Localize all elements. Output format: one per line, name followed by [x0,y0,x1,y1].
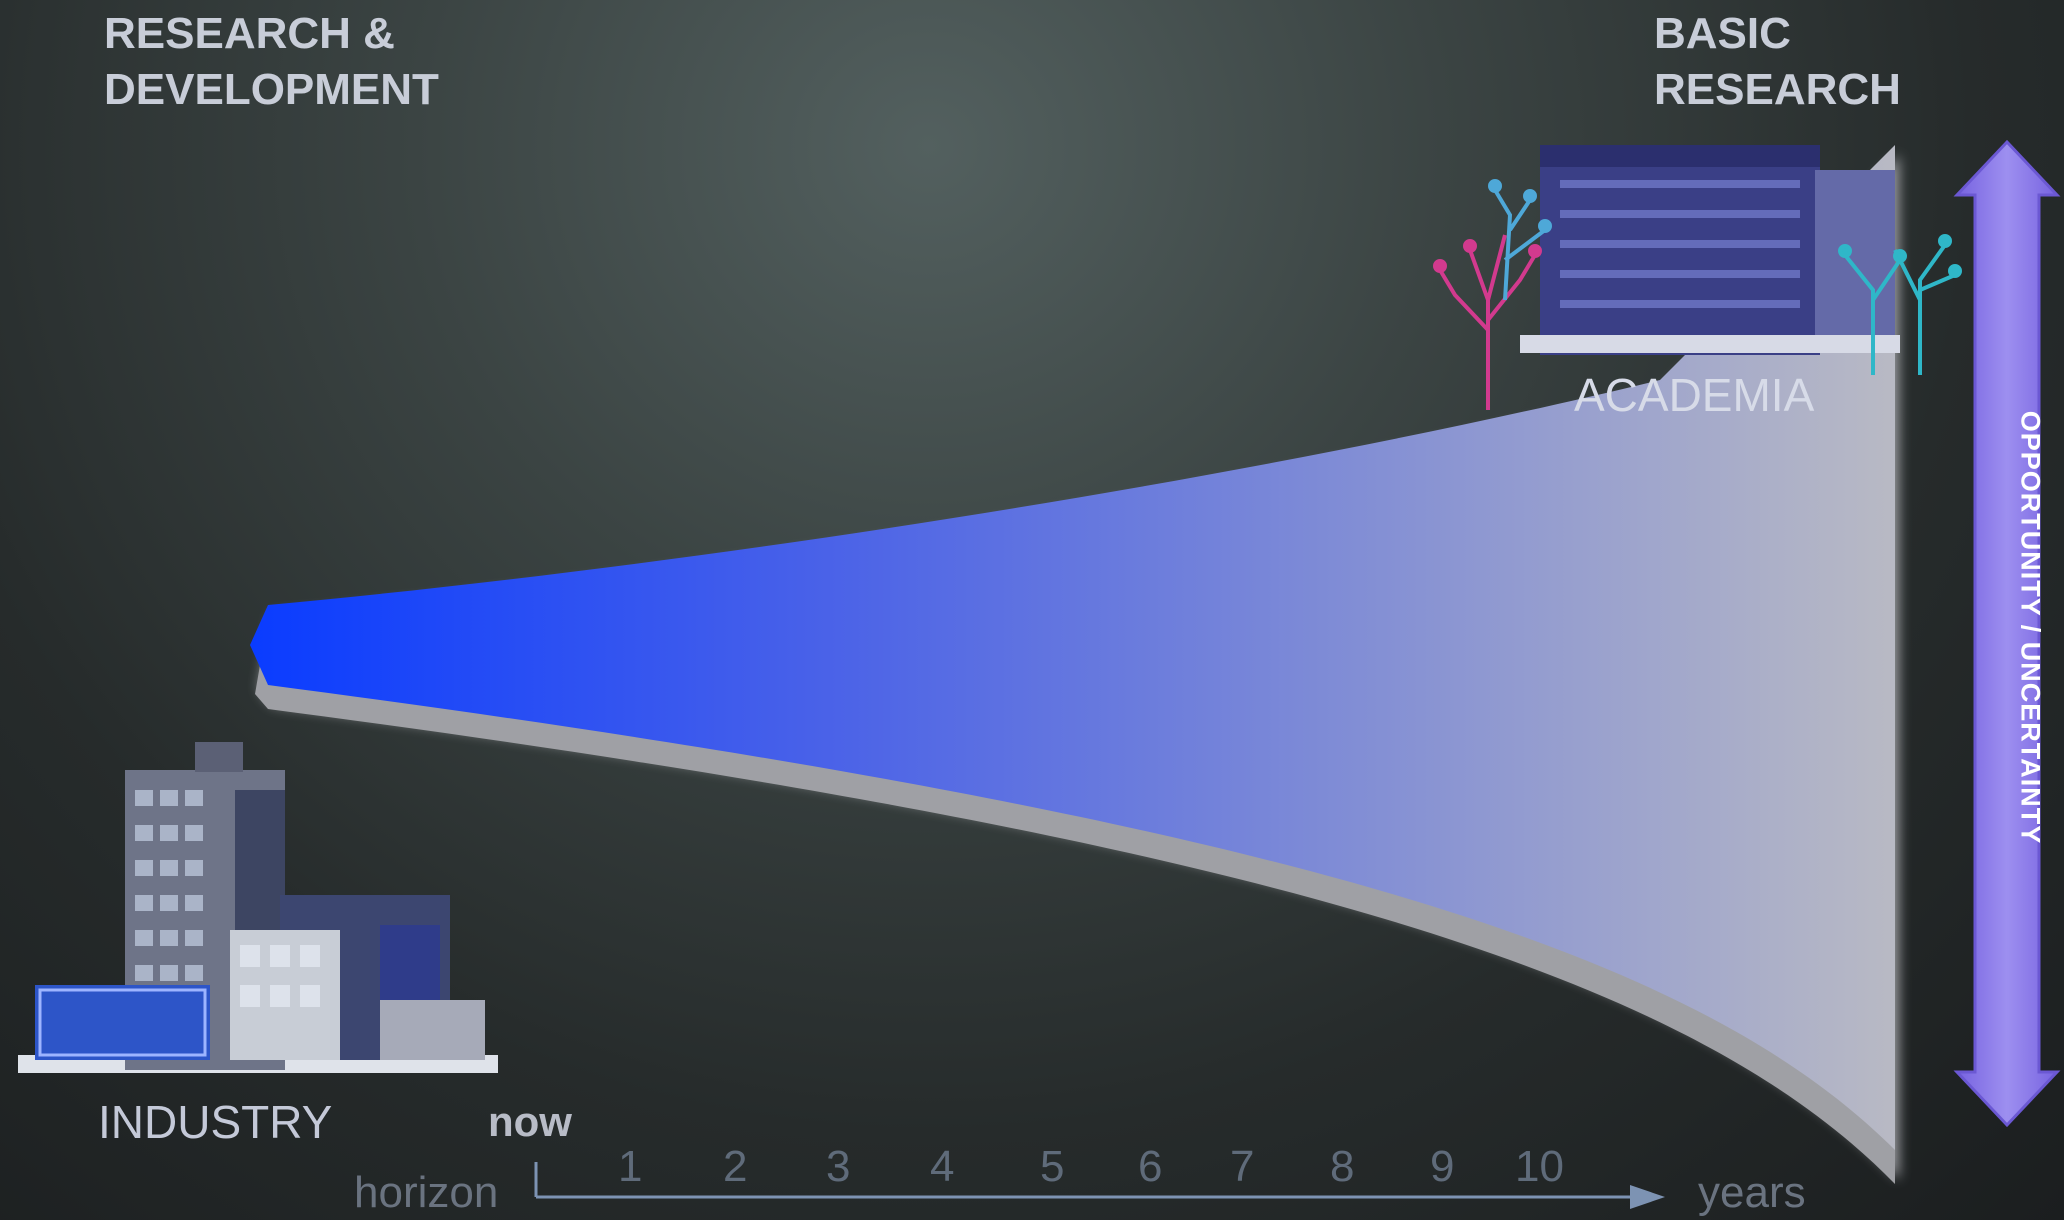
now-label: now [488,1098,572,1145]
opportunity-funnel [250,145,1895,1150]
tick-10: 10 [1515,1142,1564,1191]
years-label: years [1698,1168,1806,1217]
tick-6: 6 [1138,1142,1163,1191]
tick-5: 5 [1040,1142,1065,1191]
circuit-tree-icon [1433,179,1962,410]
tick-2: 2 [723,1142,748,1191]
opportunity-uncertainty-label: OPPORTUNITY / UNCERTAINTY [2015,410,2046,845]
basic-research-heading: BASIC RESEARCH [1654,6,1901,118]
industry-label: INDUSTRY [98,1096,333,1148]
academia-building-icon [1520,145,1900,355]
tick-1: 1 [618,1142,643,1191]
rd-heading: RESEARCH & DEVELOPMENT [104,6,439,118]
tick-4: 4 [930,1142,955,1191]
tick-9: 9 [1430,1142,1455,1191]
tick-8: 8 [1330,1142,1355,1191]
horizon-label: horizon [354,1168,499,1217]
opportunity-uncertainty-arrow [1953,139,2061,1128]
industry-buildings-icon [18,742,498,1073]
time-axis [534,1162,1665,1209]
academia-label: ACADEMIA [1574,369,1815,421]
rd-heading-line2: DEVELOPMENT [104,65,439,114]
rd-heading-line1: RESEARCH & [104,9,395,58]
basic-research-line2: RESEARCH [1654,65,1901,114]
tick-7: 7 [1230,1142,1255,1191]
basic-research-line1: BASIC [1654,9,1791,58]
tick-3: 3 [826,1142,851,1191]
